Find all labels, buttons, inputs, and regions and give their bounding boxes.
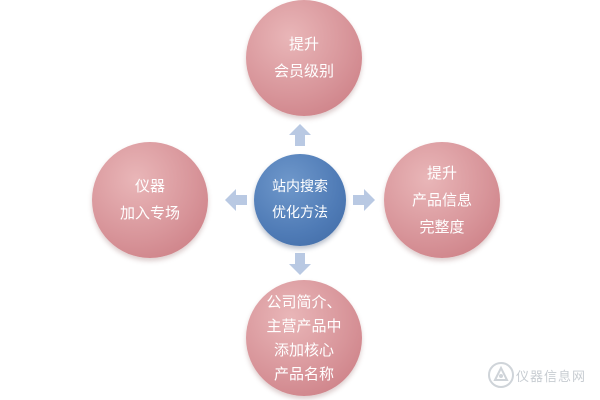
node-instrument-special-zone: 仪器 加入专场: [92, 142, 208, 258]
node-text-line: 仪器: [134, 177, 165, 195]
node-center-search-optimization: 站内搜索 优化方法: [254, 154, 346, 246]
arrow-up-icon: [289, 124, 311, 146]
node-text-line: 完整度: [419, 217, 465, 236]
node-text-line: 主营产品中: [266, 317, 342, 335]
node-text-line: 优化方法: [272, 205, 328, 221]
arrow-left-icon: [225, 189, 247, 211]
node-text-line: 产品名称: [273, 365, 334, 383]
watermark-text: 仪器信息网: [516, 369, 587, 385]
node-text-line: 公司简介、: [266, 293, 342, 311]
node-company-profile-keywords: 公司简介、 主营产品中 添加核心 产品名称: [246, 280, 362, 396]
node-text-line: 添加核心: [273, 341, 334, 359]
node-text-line: 会员级别: [273, 62, 334, 80]
node-text-line: 站内搜索: [272, 179, 328, 195]
node-text-line: 提升: [426, 163, 457, 182]
node-text-line: 加入专场: [119, 204, 180, 222]
node-improve-product-info: 提升 产品信息 完整度: [384, 142, 500, 258]
instrument-logo-icon: [488, 362, 514, 388]
arrow-right-icon: [353, 189, 375, 211]
node-text-line: 提升: [288, 35, 319, 53]
watermark: 仪器信息网: [486, 360, 586, 390]
arrow-down-icon: [289, 253, 311, 275]
node-text-line: 产品信息: [411, 190, 472, 209]
node-improve-member-level: 提升 会员级别: [246, 0, 362, 116]
